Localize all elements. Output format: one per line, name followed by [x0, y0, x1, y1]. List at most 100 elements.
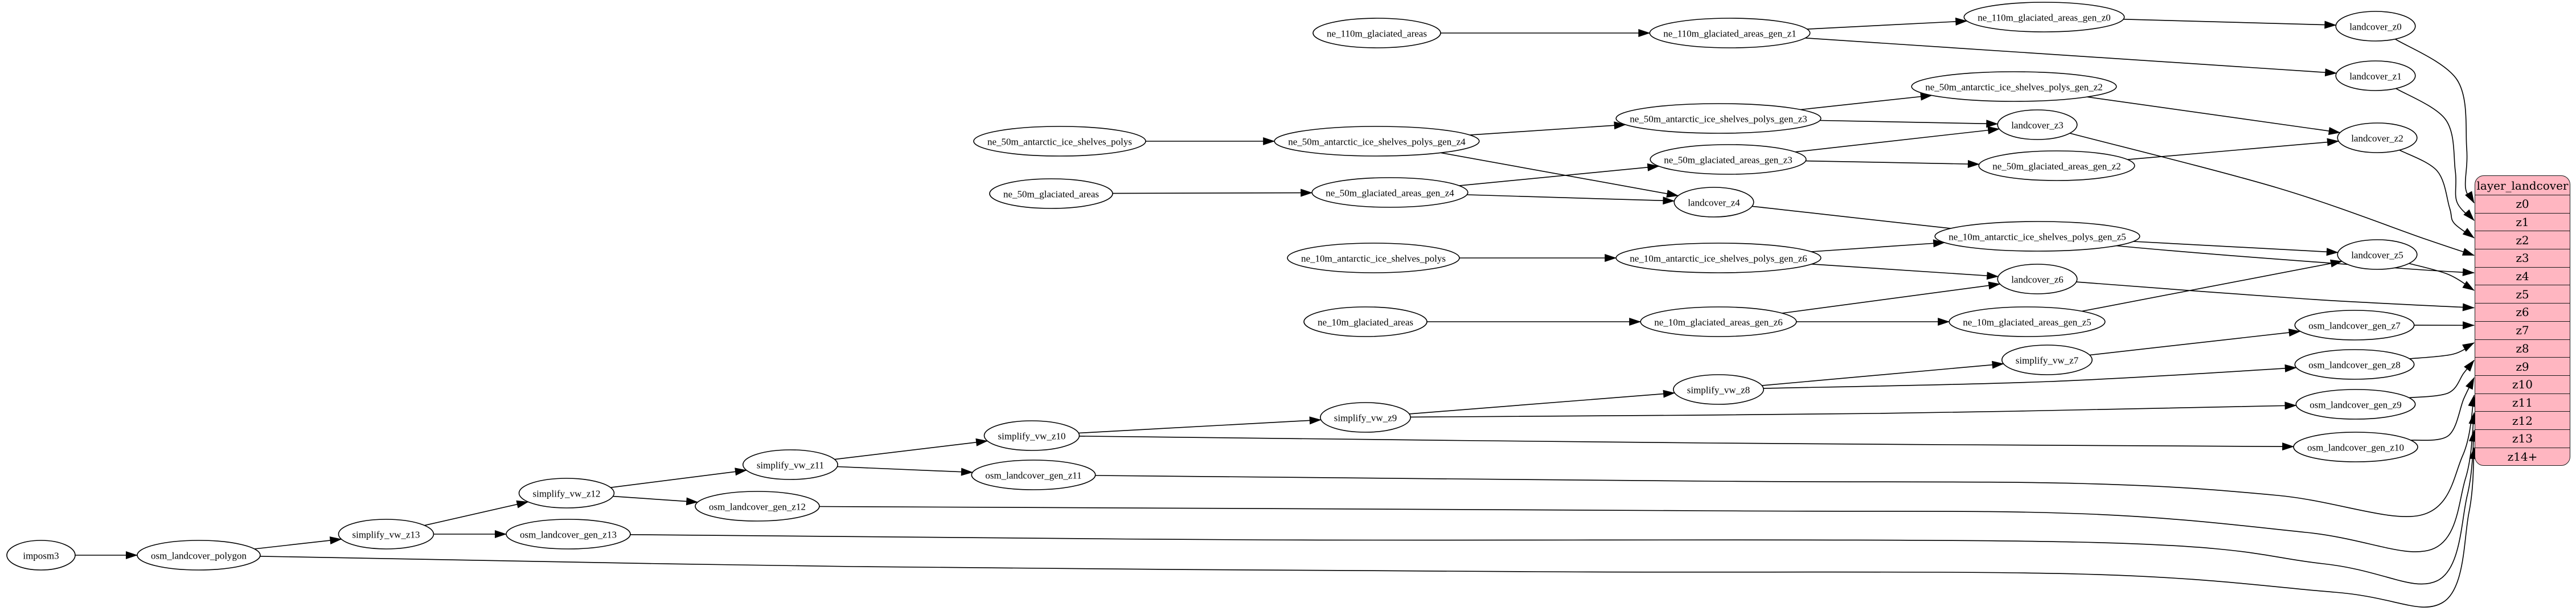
- node-label: ne_10m_glaciated_areas: [1318, 317, 1413, 328]
- node-ne_10m_antarctic_ice_shelves_polys_gen_z6: ne_10m_antarctic_ice_shelves_polys_gen_z…: [1615, 243, 1822, 273]
- node-label: landcover_z3: [2011, 120, 2064, 131]
- node-label: landcover_z5: [2351, 250, 2403, 261]
- node-ellipse: [6, 540, 76, 571]
- node-landcover_z1: landcover_z1: [2335, 60, 2416, 91]
- node-label: ne_10m_antarctic_ice_shelves_polys: [1301, 253, 1446, 264]
- edge-osm_landcover_gen_z13-to-layer-row-z13: [630, 429, 2477, 585]
- node-label: simplify_vw_z13: [352, 530, 420, 540]
- node-ellipse: [1911, 71, 2117, 102]
- node-label: ne_50m_glaciated_areas_gen_z4: [1326, 188, 1454, 199]
- node-ellipse: [2294, 310, 2415, 341]
- layer-table-row-z14+: z14+: [2475, 447, 2570, 466]
- node-ellipse: [2294, 349, 2415, 380]
- edge-simplify_vw_z8-to-simplify_vw_z7: [1762, 360, 2004, 386]
- layer-table-row-z9: z9: [2475, 357, 2570, 375]
- node-ne_50m_antarctic_ice_shelves_polys_gen_z3: ne_50m_antarctic_ice_shelves_polys_gen_z…: [1615, 103, 1822, 134]
- layer-table-row-z10: z10: [2475, 375, 2570, 393]
- layer-table-row-z7: z7: [2475, 321, 2570, 339]
- node-label: ne_50m_glaciated_areas_gen_z2: [1992, 161, 2121, 172]
- node-label: ne_50m_antarctic_ice_shelves_polys: [987, 137, 1132, 147]
- layer-table-row-z2: z2: [2475, 231, 2570, 249]
- edge-osm_landcover_gen_z8-to-layer-row-z8: [2409, 342, 2475, 359]
- node-label: ne_50m_glaciated_areas_gen_z3: [1664, 155, 1792, 166]
- node-osm_landcover_polygon: osm_landcover_polygon: [137, 540, 261, 571]
- node-osm_landcover_gen_z13: osm_landcover_gen_z13: [506, 519, 631, 550]
- edge-ne_10m_antarctic_ice_shelves_polys_gen_z6-to-ne_10m_antarctic_ice_shelves_polys_gen_z5: [1811, 239, 1946, 252]
- node-landcover_z4: landcover_z4: [1673, 187, 1754, 218]
- node-label: osm_landcover_gen_z12: [709, 502, 806, 512]
- node-ellipse: [743, 449, 839, 480]
- node-label: osm_landcover_gen_z7: [2308, 321, 2401, 331]
- node-landcover_z6: landcover_z6: [1997, 264, 2078, 294]
- node-ellipse: [1934, 221, 2140, 252]
- node-landcover_z0: landcover_z0: [2335, 11, 2416, 42]
- edge-simplify_vw_z13-to-simplify_vw_z12: [424, 500, 529, 526]
- node-simplify_vw_z11: simplify_vw_z11: [743, 449, 839, 480]
- edge-ne_50m_glaciated_areas_gen_z4-to-ne_50m_glaciated_areas_gen_z3: [1459, 163, 1660, 186]
- node-label: simplify_vw_z8: [1687, 385, 1750, 396]
- node-ellipse: [1963, 2, 2125, 32]
- node-label: ne_10m_glaciated_areas_gen_z5: [1963, 317, 2091, 328]
- node-ne_50m_glaciated_areas_gen_z2: ne_50m_glaciated_areas_gen_z2: [1978, 150, 2135, 181]
- node-ellipse: [338, 519, 434, 550]
- node-ellipse: [1997, 109, 2078, 140]
- node-ne_110m_glaciated_areas_gen_z0: ne_110m_glaciated_areas_gen_z0: [1963, 2, 2125, 32]
- layer-table-row-z6: z6: [2475, 303, 2570, 321]
- node-label: ne_50m_glaciated_areas: [1003, 189, 1099, 200]
- edge-landcover_z6-to-layer-row-z6: [2076, 281, 2475, 311]
- node-label: ne_10m_glaciated_areas_gen_z6: [1654, 317, 1783, 328]
- node-simplify_vw_z13: simplify_vw_z13: [338, 519, 434, 550]
- node-simplify_vw_z9: simplify_vw_z9: [1320, 402, 1412, 433]
- node-ellipse: [2335, 11, 2416, 42]
- node-label: osm_landcover_gen_z9: [2310, 400, 2401, 411]
- node-ne_50m_glaciated_areas_gen_z3: ne_50m_glaciated_areas_gen_z3: [1650, 144, 1807, 175]
- edge-ne_50m_antarctic_ice_shelves_polys_gen_z4-to-ne_50m_antarctic_ice_shelves_polys_gen_z3: [1470, 121, 1626, 136]
- edge-simplify_vw_z10-to-simplify_vw_z9: [1078, 416, 1322, 434]
- node-label: landcover_z1: [2349, 71, 2402, 82]
- node-label: osm_landcover_gen_z13: [520, 530, 617, 540]
- node-ellipse: [1673, 374, 1765, 405]
- node-label: ne_110m_glaciated_areas_gen_z0: [1978, 13, 2111, 23]
- node-ne_10m_glaciated_areas_gen_z5: ne_10m_glaciated_areas_gen_z5: [1949, 306, 2106, 337]
- edge-osm_landcover_polygon-to-simplify_vw_z13: [254, 536, 342, 550]
- edge-ne_50m_glaciated_areas_gen_z2-to-landcover_z2: [2127, 138, 2339, 160]
- layer-table-row-z1: z1: [2475, 212, 2570, 231]
- node-label: ne_10m_antarctic_ice_shelves_polys_gen_z…: [1630, 253, 1807, 264]
- node-ellipse: [1312, 18, 1441, 48]
- edge-osm_landcover_gen_z10-to-layer-row-z10: [2410, 377, 2475, 441]
- node-ellipse: [1320, 402, 1412, 433]
- layer-table-row-z11: z11: [2475, 393, 2570, 412]
- node-ellipse: [1640, 306, 1797, 337]
- edge-ne_10m_antarctic_ice_shelves_polys_gen_z5-to-landcover_z5: [2133, 241, 2339, 256]
- node-label: osm_landcover_polygon: [151, 551, 247, 561]
- node-label: landcover_z2: [2351, 133, 2403, 144]
- node-ellipse: [1615, 243, 1822, 273]
- edge-osm_landcover_gen_z9-to-layer-row-z9: [2409, 359, 2475, 399]
- layer-table-row-z5: z5: [2475, 285, 2570, 303]
- edge-landcover_z3-to-layer-row-z3: [2069, 133, 2475, 256]
- node-ellipse: [1311, 177, 1469, 208]
- node-ellipse: [1949, 306, 2106, 337]
- node-ellipse: [1650, 144, 1807, 175]
- node-imposm3: imposm3: [6, 540, 76, 571]
- node-label: simplify_vw_z10: [998, 431, 1066, 442]
- node-ellipse: [2335, 60, 2416, 91]
- layer-table-row-z4: z4: [2475, 266, 2570, 285]
- layer-table-row-z12: z12: [2475, 411, 2570, 429]
- node-ellipse: [1274, 126, 1480, 157]
- edge-landcover_z2-to-layer-row-z2: [2399, 149, 2475, 239]
- node-ne_50m_glaciated_areas_gen_z4: ne_50m_glaciated_areas_gen_z4: [1311, 177, 1469, 208]
- node-landcover_z5: landcover_z5: [2337, 239, 2418, 270]
- node-ellipse: [2337, 239, 2418, 270]
- edge-ne_50m_antarctic_ice_shelves_polys_gen_z3-to-ne_50m_antarctic_ice_shelves_polys_gen_z2: [1800, 92, 1933, 110]
- node-ellipse: [1649, 18, 1811, 48]
- node-label: landcover_z0: [2349, 22, 2402, 32]
- edge-simplify_vw_z9-to-simplify_vw_z8: [1409, 389, 1675, 415]
- edge-ne_10m_antarctic_ice_shelves_polys_gen_z6-to-landcover_z6: [1811, 264, 1999, 280]
- edge-simplify_vw_z8-to-osm_landcover_gen_z8: [1763, 364, 2297, 389]
- node-osm_landcover_gen_z7: osm_landcover_gen_z7: [2294, 310, 2415, 341]
- edge-simplify_vw_z11-to-osm_landcover_gen_z11: [837, 466, 973, 476]
- node-label: ne_50m_antarctic_ice_shelves_polys_gen_z…: [1630, 114, 1807, 125]
- node-label: landcover_z4: [1688, 198, 1740, 208]
